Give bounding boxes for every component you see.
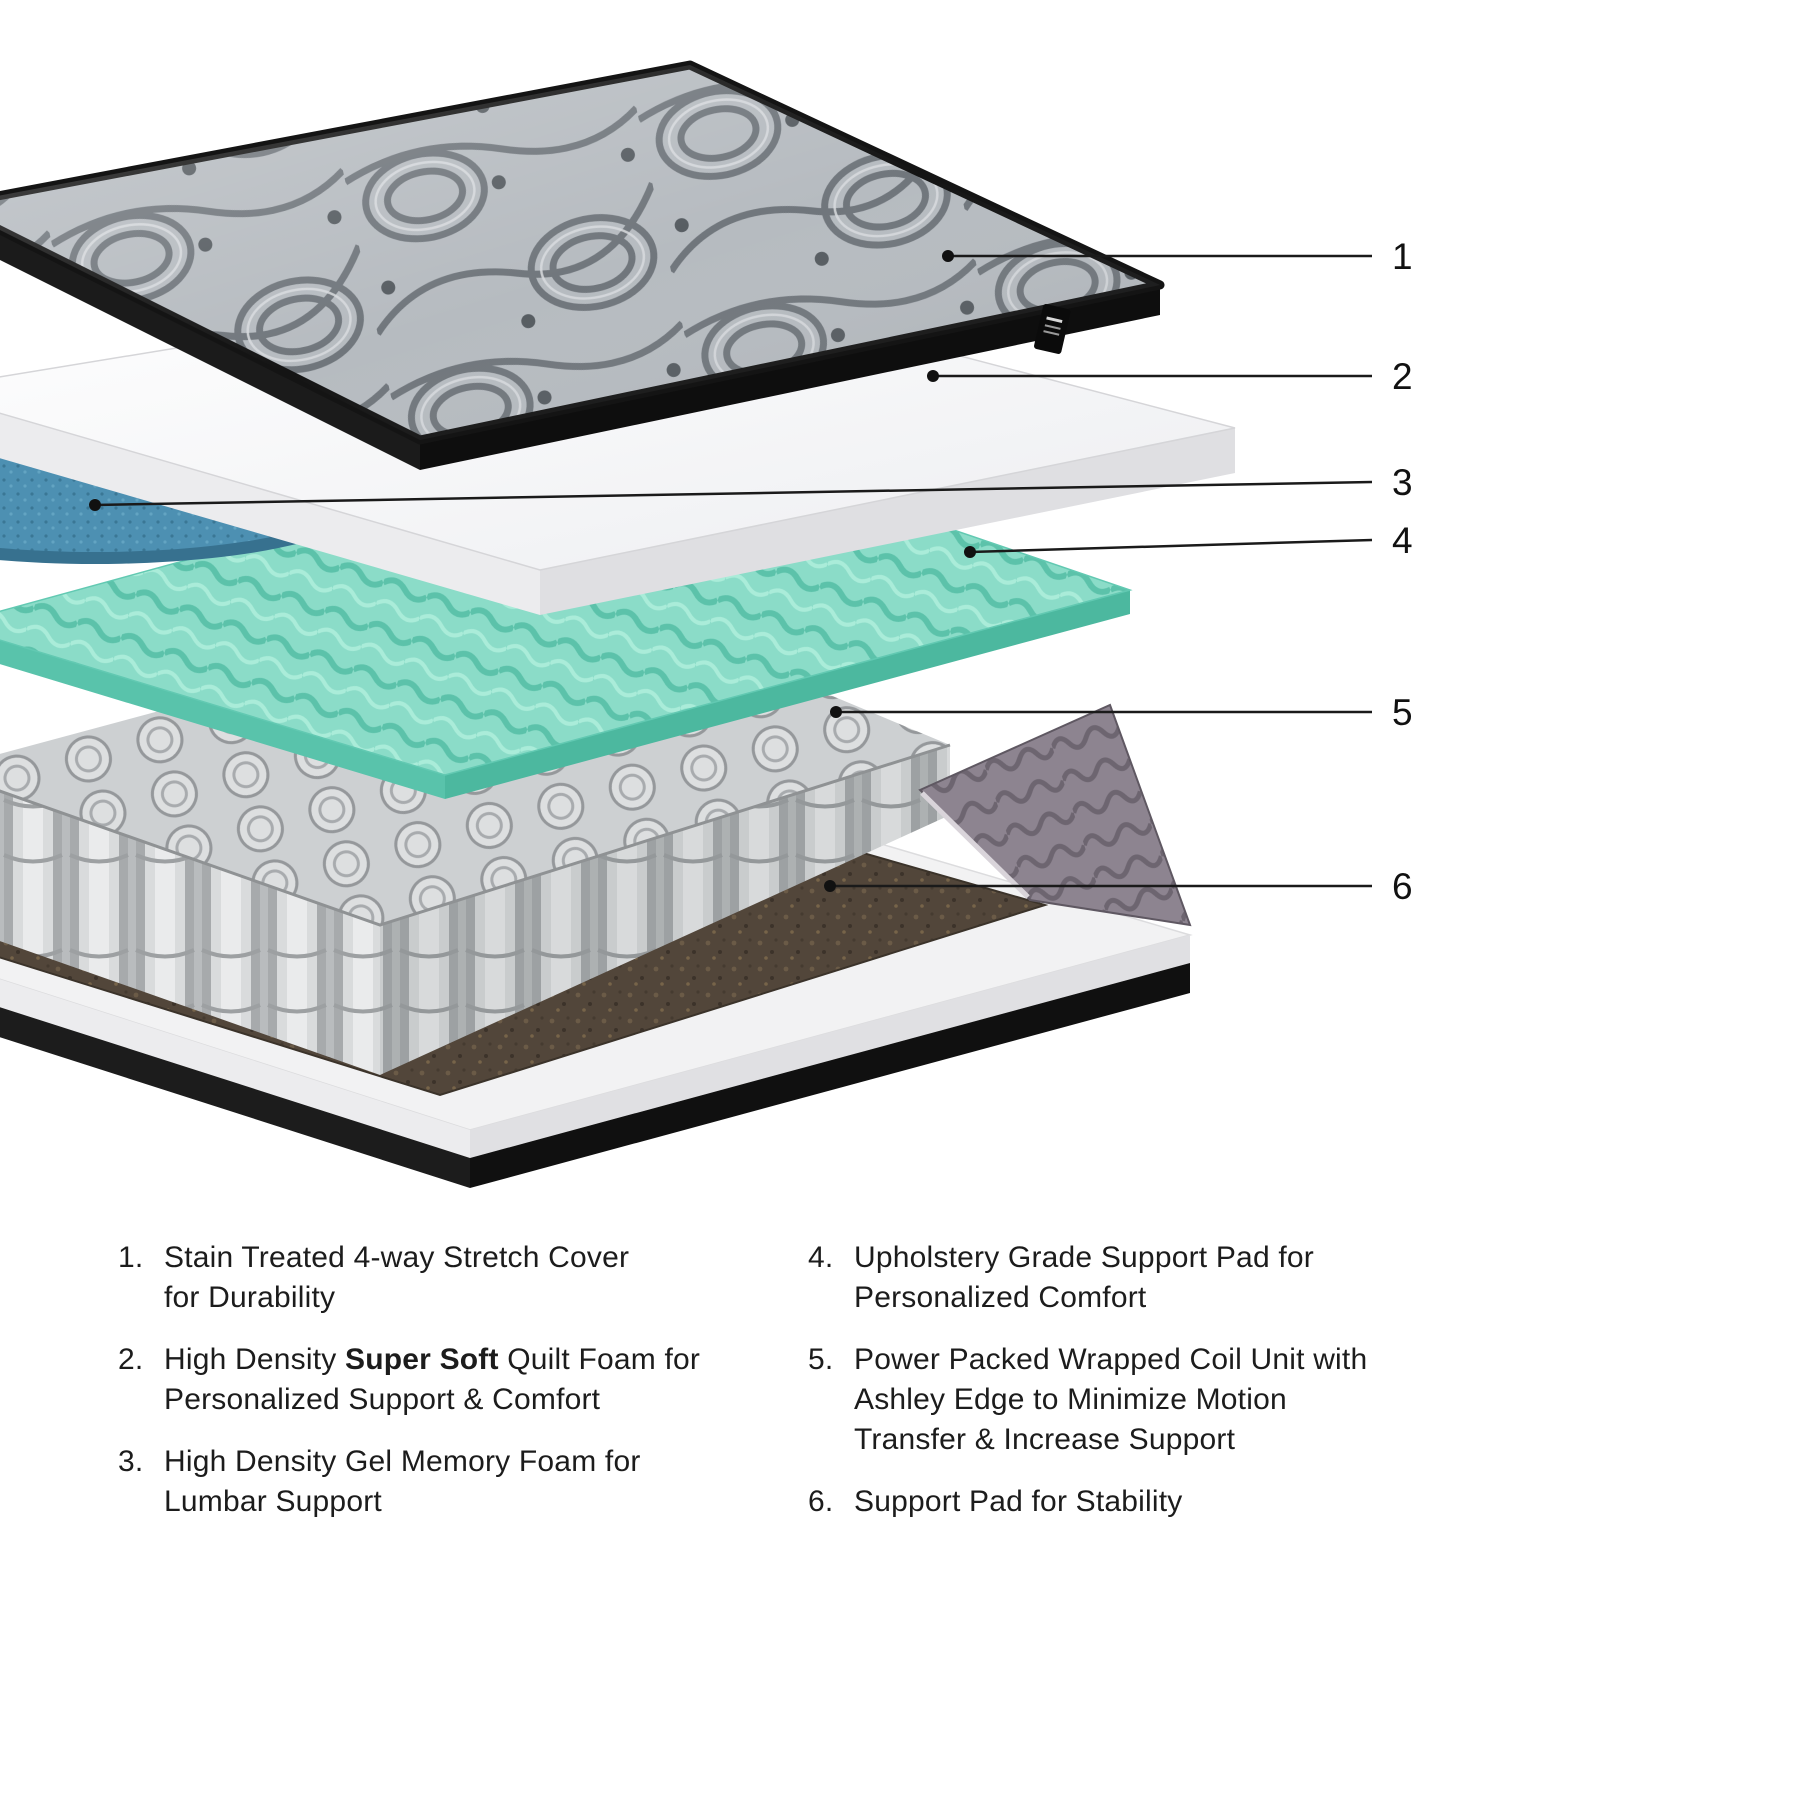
legend: 1. Stain Treated 4-way Stretch Cover for…	[0, 1238, 1800, 1544]
legend-item-2-line2: Personalized Support & Comfort	[164, 1383, 601, 1416]
callout-6: 6	[824, 866, 1413, 907]
callout-5-number: 5	[1392, 692, 1413, 733]
legend-item-3: 3. High Density Gel Memory Foam for Lumb…	[118, 1442, 808, 1522]
callouts: 1 2 3 4 5 6	[89, 236, 1413, 907]
legend-item-4-number: 4.	[808, 1241, 834, 1274]
legend-item-1: 1. Stain Treated 4-way Stretch Cover for…	[118, 1238, 808, 1318]
callout-4-line	[969, 538, 1373, 554]
callout-3-dot	[89, 499, 101, 511]
callout-6-dot	[824, 880, 836, 892]
legend-item-3-text: High Density Gel Memory Foam for Lumbar …	[164, 1442, 808, 1522]
edge-wedge-highlight	[920, 791, 1030, 899]
stretch-cover-layer	[0, 60, 1165, 470]
law-tag	[1034, 304, 1071, 354]
coil-front-right	[380, 745, 950, 1075]
legend-item-4-line1: Upholstery Grade Support Pad for	[854, 1241, 1314, 1274]
base-side-right	[470, 935, 1190, 1158]
white-foam-side-right	[540, 428, 1235, 615]
ashley-edge-wedge	[918, 703, 1192, 927]
legend-item-6: 6. Support Pad for Stability	[808, 1482, 1682, 1522]
legend-item-5-line1: Power Packed Wrapped Coil Unit with	[854, 1343, 1368, 1376]
callout-3-number: 3	[1392, 462, 1413, 503]
callout-2-number: 2	[1392, 356, 1413, 397]
callout-6-number: 6	[1392, 866, 1413, 907]
legend-item-4: 4. Upholstery Grade Support Pad for Pers…	[808, 1238, 1682, 1318]
cover-top-shading	[0, 65, 1160, 440]
legend-item-1-line2: for Durability	[164, 1281, 336, 1314]
callout-4: 4	[964, 520, 1413, 561]
callout-5-dot	[830, 706, 842, 718]
callout-1-number: 1	[1392, 236, 1413, 277]
coil-front-left	[0, 791, 380, 1075]
base-side-left	[0, 979, 470, 1158]
legend-item-6-number: 6.	[808, 1485, 834, 1518]
legend-item-5-number: 5.	[808, 1343, 834, 1376]
callout-2: 2	[927, 356, 1413, 397]
legend-item-5-text: Power Packed Wrapped Coil Unit with Ashl…	[854, 1340, 1682, 1460]
base-binding-left	[0, 1007, 470, 1188]
legend-item-3-line1: High Density Gel Memory Foam for	[164, 1445, 641, 1478]
legend-item-5: 5. Power Packed Wrapped Coil Unit with A…	[808, 1340, 1682, 1460]
callout-3: 3	[89, 462, 1413, 511]
base-binding-right	[470, 963, 1190, 1188]
coil-front-right-shade	[380, 745, 950, 1075]
legend-item-2-pre: High Density	[164, 1343, 346, 1376]
legend-item-2: 2. High Density Super Soft Quilt Foam fo…	[118, 1340, 808, 1420]
legend-item-4-text: Upholstery Grade Support Pad for Persona…	[854, 1238, 1682, 1318]
teal-side-left	[0, 640, 445, 799]
callout-1: 1	[942, 236, 1413, 277]
cover-side-left	[0, 230, 420, 470]
teal-side-right	[445, 590, 1130, 799]
legend-column-right: 4. Upholstery Grade Support Pad for Pers…	[808, 1238, 1682, 1544]
legend-item-5-line3: Transfer & Increase Support	[854, 1423, 1236, 1456]
legend-item-2-text: High Density Super Soft Quilt Foam for P…	[164, 1340, 808, 1420]
legend-item-2-number: 2.	[118, 1343, 144, 1376]
legend-item-3-line2: Lumbar Support	[164, 1485, 382, 1518]
legend-item-4-line2: Personalized Comfort	[854, 1281, 1147, 1314]
coil-edge-line	[0, 743, 951, 927]
legend-item-2-bold: Super Soft	[345, 1343, 499, 1376]
white-foam-side-left	[0, 413, 540, 615]
callout-3-line	[94, 480, 1373, 507]
legend-item-6-line1: Support Pad for Stability	[854, 1485, 1183, 1518]
callout-2-dot	[927, 370, 939, 382]
diagram-canvas: 1 2 3 4 5 6	[0, 60, 1413, 1188]
callout-1-dot	[942, 250, 954, 262]
legend-item-6-text: Support Pad for Stability	[854, 1482, 1682, 1522]
legend-item-2-post: Quilt Foam for	[498, 1343, 701, 1376]
mattress-exploded-diagram: 1 2 3 4 5 6	[0, 60, 1413, 1188]
legend-column-left: 1. Stain Treated 4-way Stretch Cover for…	[118, 1238, 808, 1544]
cover-side-right	[420, 285, 1160, 470]
legend-item-1-text: Stain Treated 4-way Stretch Cover for Du…	[164, 1238, 808, 1318]
legend-item-5-line2: Ashley Edge to Minimize Motion	[854, 1383, 1287, 1416]
legend-item-1-line1: Stain Treated 4-way Stretch Cover	[164, 1241, 630, 1274]
legend-item-3-number: 3.	[118, 1445, 144, 1478]
callout-4-number: 4	[1392, 520, 1413, 561]
legend-item-2-line1: High Density Super Soft Quilt Foam for	[164, 1340, 808, 1380]
legend-item-1-number: 1.	[118, 1241, 144, 1274]
callout-4-dot	[964, 546, 976, 558]
callout-5: 5	[830, 692, 1413, 733]
